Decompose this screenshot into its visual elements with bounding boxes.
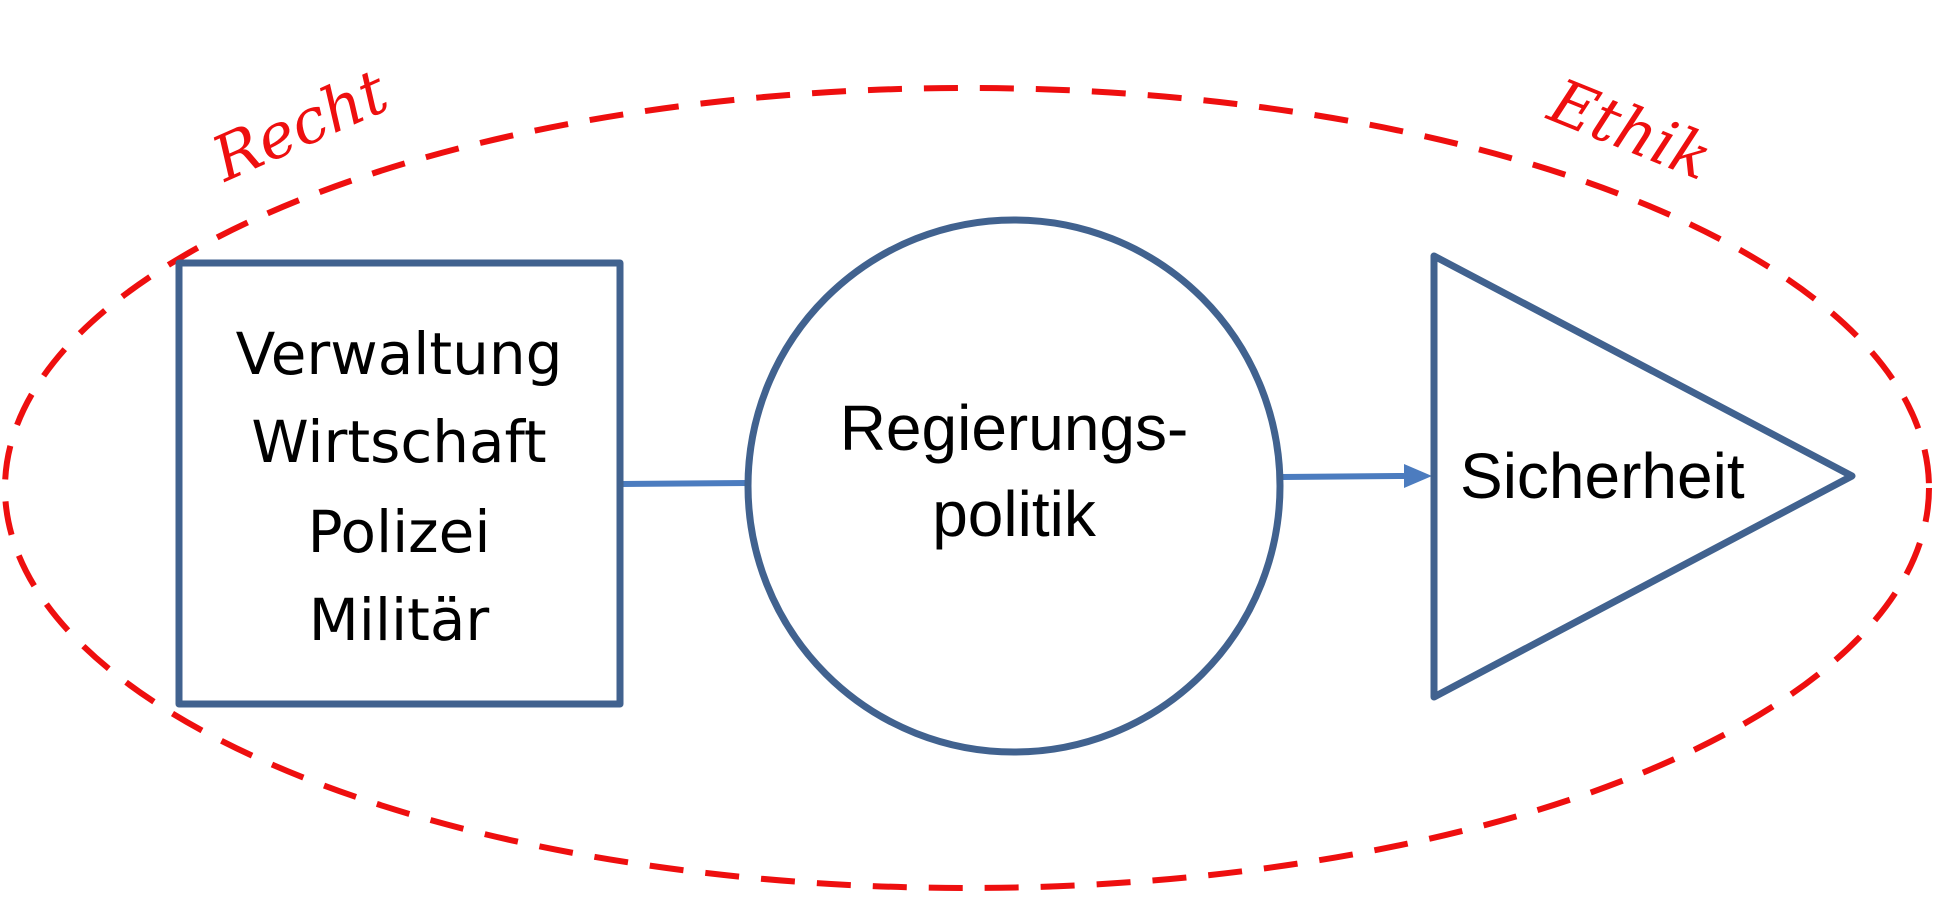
box-label-line-4: Militär [309, 586, 490, 654]
circle-shape [744, 216, 1284, 756]
box-shape [175, 259, 624, 708]
connector-circle-triangle [1281, 473, 1405, 480]
box-label-line-3: Polizei [308, 498, 491, 566]
triangle-shape [1430, 252, 1856, 701]
circle-label-line-2: politik [932, 478, 1097, 550]
connector-box-circle [621, 480, 749, 487]
box-label-line-2: Wirtschaft [251, 408, 546, 476]
box-label-line-1: Verwaltung [236, 320, 563, 388]
circle-label-line-1: Regierungs- [840, 392, 1189, 464]
context-ellipse [2, 85, 1932, 891]
label-ethik: Ethik [1538, 64, 1722, 195]
triangle-label: Sicherheit [1460, 440, 1745, 512]
label-recht: Recht [200, 55, 398, 197]
arrow-head [1404, 464, 1432, 488]
